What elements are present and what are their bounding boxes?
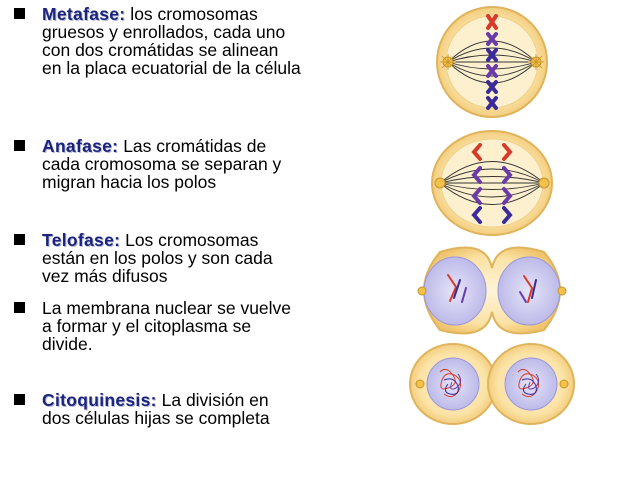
telophase-cell [417,246,567,335]
centrosome-left [434,177,446,189]
centrosome-right [538,177,550,189]
chromatin [439,368,540,398]
diffuse-chromosomes [447,274,537,303]
bullet-text: divide. [42,334,93,354]
bullet-item-membrana: La membrana nuclear se vuelve a formar y… [14,298,292,354]
bullet-item-anafase: Anafase: Las cromátidas de cada cromosom… [14,136,282,192]
bullet-text: en la placa ecuatorial de la célula [42,58,301,78]
term-label: Metafase: [42,4,126,24]
bullet-item-telofase: Telofase: Los cromosomas están en los po… [14,230,273,286]
bullet-text: gruesos y enrollados, cada uno [42,22,286,42]
spindle-fibers [439,161,545,205]
bullet-text: La membrana nuclear se vuelve [42,298,292,318]
centrosome-right [559,379,569,389]
term-label: Telofase: [42,230,121,250]
bullet-item-metafase: Metafase: los cromosomas gruesos y enrol… [14,4,301,78]
anaphase-cell [431,130,553,236]
nucleus-left [426,357,480,411]
metaphase-cell [436,6,548,118]
centrosome-left [415,379,425,389]
chromatids-separating [471,143,513,224]
centrosome-right [528,54,544,70]
nucleus-right [504,357,558,411]
centrosome-right [557,286,567,296]
bullet-marker [14,234,25,245]
nucleus-right [497,256,561,326]
bullet-list: Metafase: los cromosomas gruesos y enrol… [14,4,301,428]
bullet-text: La división en [156,390,269,410]
bullet-text: Los cromosomas [120,230,259,250]
bullet-marker [14,8,25,19]
bullet-text: con dos cromátidas se alinean [42,40,279,60]
bullet-marker [14,302,25,313]
centrosome-left [440,54,456,70]
bullet-text: dos células hijas se completa [42,408,270,428]
centrosome-left [417,286,427,296]
bullet-text: a formar y el citoplasma se [42,316,252,336]
cytokinesis-cells [409,343,575,425]
bullet-text: están en los polos y son cada [42,248,273,268]
mitosis-diagrams [409,6,575,425]
bullet-marker [14,394,25,405]
bullet-text: cada cromosoma se separan y [42,154,282,174]
bullet-item-citoquinesis: Citoquinesis: La división en dos células… [14,390,270,428]
bullet-marker [14,140,25,151]
bullet-text: vez más difusos [42,266,168,286]
bullet-text: los cromosomas [125,4,258,24]
bullet-text: Las cromátidas de [118,136,267,156]
bullet-text: migran hacia los polos [42,172,217,192]
chromosomes-aligned [486,14,498,110]
term-label: Citoquinesis: [42,390,157,410]
term-label: Anafase: [42,136,119,156]
